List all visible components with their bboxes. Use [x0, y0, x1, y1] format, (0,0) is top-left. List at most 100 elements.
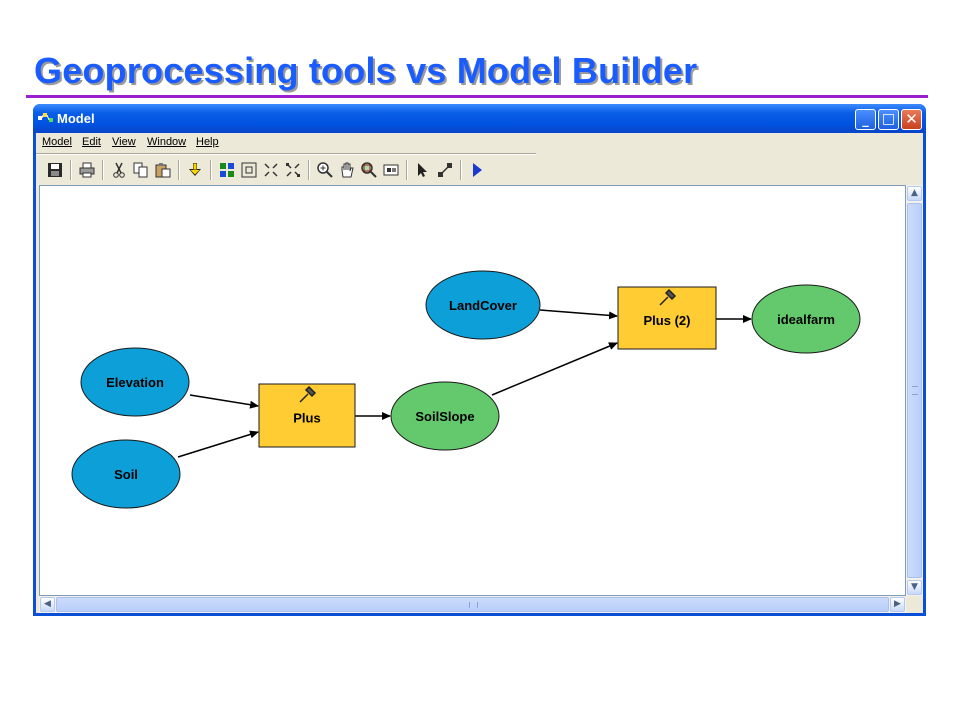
- menu-view[interactable]: View: [112, 136, 136, 148]
- select-pointer-icon: [418, 163, 427, 177]
- select-all-button[interactable]: [216, 159, 238, 181]
- connector-landcover-to-plus2[interactable]: [539, 309, 618, 320]
- add-data-button[interactable]: [184, 159, 206, 181]
- vertical-scrollbar[interactable]: ▲ ▼: [906, 185, 923, 596]
- toolbar-separator: [210, 160, 212, 180]
- model-app-icon: [38, 113, 53, 122]
- zoom-in-icon: [317, 162, 333, 178]
- pan-icon: [341, 162, 354, 178]
- model-node-plus[interactable]: Plus: [258, 383, 356, 448]
- hammer-icon: [659, 288, 677, 306]
- copy-button[interactable]: [130, 159, 152, 181]
- window-titlebar[interactable]: Model _ □ ✕: [33, 104, 926, 133]
- menu-edit[interactable]: Edit: [82, 136, 101, 148]
- model-node-landcover[interactable]: LandCover: [425, 270, 541, 340]
- connect-icon: [438, 163, 452, 177]
- scroll-left-button[interactable]: ◀: [40, 597, 55, 612]
- chevron-down-icon: ▼: [911, 582, 918, 592]
- paste-icon: [155, 163, 171, 178]
- scroll-up-button[interactable]: ▲: [907, 186, 922, 201]
- node-label: Plus: [293, 411, 320, 426]
- cut-icon: [113, 162, 125, 178]
- chevron-right-icon: ▶: [894, 599, 901, 609]
- node-ellipse: [425, 270, 541, 340]
- node-ellipse: [390, 381, 500, 451]
- maximize-button[interactable]: □: [878, 109, 899, 130]
- scroll-down-button[interactable]: ▼: [907, 580, 922, 595]
- model-node-soil[interactable]: Soil: [71, 439, 181, 509]
- toolbar: [36, 155, 923, 185]
- connect-button[interactable]: [434, 159, 456, 181]
- chevron-left-icon: ◀: [44, 599, 51, 609]
- menu-separator: [36, 153, 536, 155]
- connector-soilslope-to-plus2[interactable]: [491, 342, 618, 396]
- paste-button[interactable]: [152, 159, 174, 181]
- node-label: Plus (2): [644, 313, 691, 328]
- full-extent-button[interactable]: [238, 159, 260, 181]
- zoom-in-fixed-button[interactable]: [260, 159, 282, 181]
- window-client-area: Model Edit View Window Help: [36, 133, 923, 613]
- close-icon: ✕: [905, 110, 918, 128]
- overview-button[interactable]: [380, 159, 402, 181]
- menu-window[interactable]: Window: [147, 136, 186, 148]
- connector-elevation-to-plus[interactable]: [189, 394, 259, 409]
- print-icon: [79, 162, 95, 178]
- title-underline: [26, 95, 928, 98]
- toolbar-separator: [102, 160, 104, 180]
- menu-model[interactable]: Model: [42, 136, 72, 148]
- window-title: Model: [57, 111, 95, 126]
- model-node-soilslope[interactable]: SoilSlope: [390, 381, 500, 451]
- node-label: Elevation: [106, 375, 164, 390]
- node-label: idealfarm: [777, 312, 835, 327]
- minimize-icon: _: [862, 113, 869, 128]
- pan-button[interactable]: [336, 159, 358, 181]
- toolbar-separator: [308, 160, 310, 180]
- hammer-icon: [299, 385, 317, 403]
- menu-view-label: View: [112, 136, 136, 148]
- chevron-up-icon: ▲: [911, 188, 918, 198]
- node-label: Soil: [114, 467, 138, 482]
- full-extent-icon: [241, 162, 257, 178]
- node-label: SoilSlope: [415, 409, 474, 424]
- menu-help[interactable]: Help: [196, 136, 219, 148]
- copy-icon: [133, 162, 148, 178]
- scrollbar-corner: [906, 596, 923, 613]
- cut-button[interactable]: [108, 159, 130, 181]
- zoom-to-layer-button[interactable]: [358, 159, 380, 181]
- menu-edit-label: Edit: [82, 136, 101, 148]
- select-pointer-button[interactable]: [412, 159, 434, 181]
- toolbar-separator: [406, 160, 408, 180]
- vertical-scroll-thumb[interactable]: [907, 203, 922, 578]
- toolbar-separator: [178, 160, 180, 180]
- toolbar-separator: [70, 160, 72, 180]
- horizontal-scrollbar[interactable]: ◀ ▶: [39, 596, 906, 613]
- zoom-out-fixed-icon: [286, 163, 300, 177]
- grip-icon: [469, 602, 478, 608]
- model-node-plus2[interactable]: Plus (2): [617, 286, 717, 350]
- minimize-button[interactable]: _: [855, 109, 876, 130]
- save-icon: [48, 163, 62, 177]
- print-button[interactable]: [76, 159, 98, 181]
- zoom-in-button[interactable]: [314, 159, 336, 181]
- save-button[interactable]: [44, 159, 66, 181]
- menu-model-label: Model: [42, 136, 72, 148]
- grip-icon: [912, 386, 918, 395]
- horizontal-scroll-thumb[interactable]: [56, 597, 889, 612]
- zoom-out-fixed-button[interactable]: [282, 159, 304, 181]
- menu-help-label: Help: [196, 136, 219, 148]
- model-window: Model _ □ ✕ Model Edit View Window Help: [33, 104, 926, 616]
- scroll-right-button[interactable]: ▶: [890, 597, 905, 612]
- select-all-icon: [220, 163, 234, 177]
- model-node-idealfarm[interactable]: idealfarm: [751, 284, 861, 354]
- node-label: LandCover: [449, 298, 517, 313]
- node-ellipse: [71, 439, 181, 509]
- model-node-elevation[interactable]: Elevation: [80, 347, 190, 417]
- run-button[interactable]: [466, 159, 488, 181]
- menu-window-label: Window: [147, 136, 187, 148]
- close-button[interactable]: ✕: [901, 109, 922, 130]
- zoom-to-layer-icon: [361, 162, 377, 178]
- connector-soil-to-plus[interactable]: [177, 430, 259, 458]
- slide-title: Geoprocessing tools vs Model Builder: [34, 50, 698, 91]
